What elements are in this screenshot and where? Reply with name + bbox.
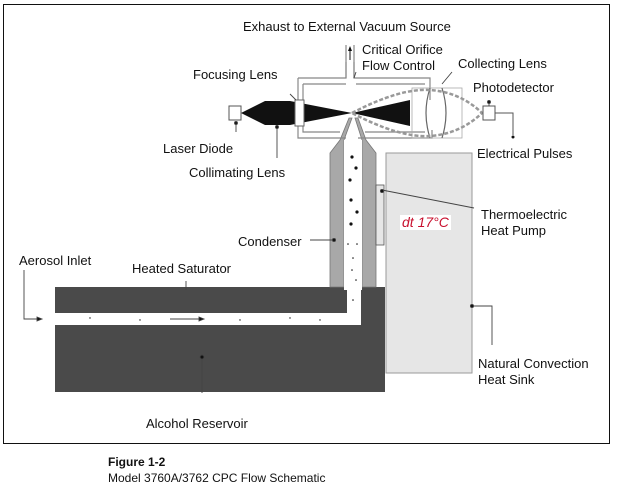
label-collimating-lens: Collimating Lens: [189, 165, 286, 180]
figure-caption: Model 3760A/3762 CPC Flow Schematic: [108, 471, 326, 485]
collecting-lens: [351, 87, 484, 139]
thermoelectric-strip: [375, 184, 385, 246]
label-focusing-lens: Focusing Lens: [193, 67, 278, 82]
condenser-wall-right: [354, 117, 377, 288]
label-aerosol-inlet: Aerosol Inlet: [19, 253, 92, 268]
label-heat-sink: Heat Sink: [478, 372, 535, 387]
figure-title: Figure 1-2: [108, 455, 166, 469]
label-laser-diode: Laser Diode: [163, 141, 234, 156]
label-electrical-pulses: Electrical Pulses: [477, 146, 573, 161]
laser-diode: [228, 105, 242, 121]
label-collecting-lens: Collecting Lens: [458, 56, 547, 71]
label-heat-pump: Heat Pump: [481, 223, 547, 238]
label-exhaust: Exhaust to External Vacuum Source: [243, 19, 451, 34]
label-condenser: Condenser: [238, 234, 302, 249]
leader-lines: [23, 71, 493, 393]
label-heated-saturator: Heated Saturator: [132, 261, 232, 276]
condenser-channel: [344, 140, 362, 290]
focusing-lens: [294, 99, 305, 127]
label-flow-control: Flow Control: [362, 58, 435, 73]
photodetector: [482, 105, 496, 121]
label-critical-orifice: Critical Orifice: [362, 42, 443, 57]
particles: [89, 155, 359, 321]
label-photodetector: Photodetector: [473, 80, 554, 95]
label-alcohol-reservoir: Alcohol Reservoir: [146, 416, 248, 431]
heat-sink: [385, 152, 473, 374]
temperature-delta-annotation: dt 17°C: [400, 214, 451, 230]
label-natural-convection: Natural Convection: [478, 356, 589, 371]
saturator-riser: [347, 286, 361, 325]
heated-saturator-block: [55, 287, 385, 392]
label-thermoelectric: Thermoelectric: [481, 207, 567, 222]
